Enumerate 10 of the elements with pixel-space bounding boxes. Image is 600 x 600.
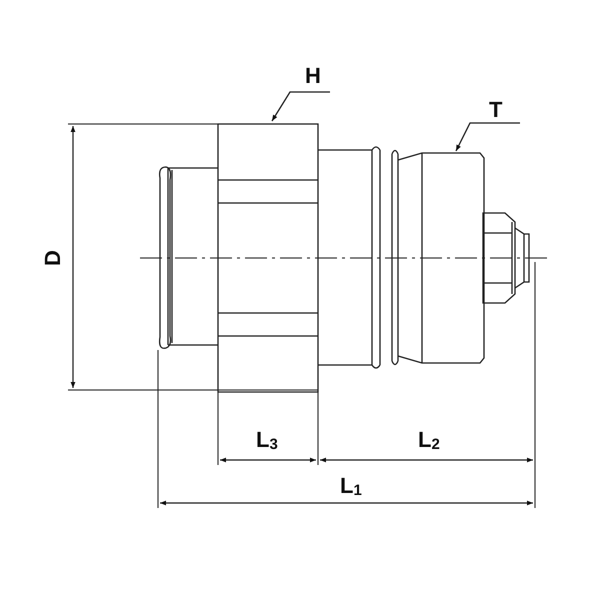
part-label: H (305, 64, 321, 88)
leader-line (271, 91, 330, 122)
threaded-end (397, 152, 485, 364)
dimension-label: L$_{3}$ (256, 428, 278, 455)
dimension-label: D (40, 250, 65, 266)
part-label: T (489, 98, 502, 122)
dimension-label: L$_{1}$ (340, 474, 362, 501)
dimension-label: L$_{2}$ (418, 428, 440, 455)
leader-line (455, 122, 520, 152)
hex-body (217, 123, 319, 393)
